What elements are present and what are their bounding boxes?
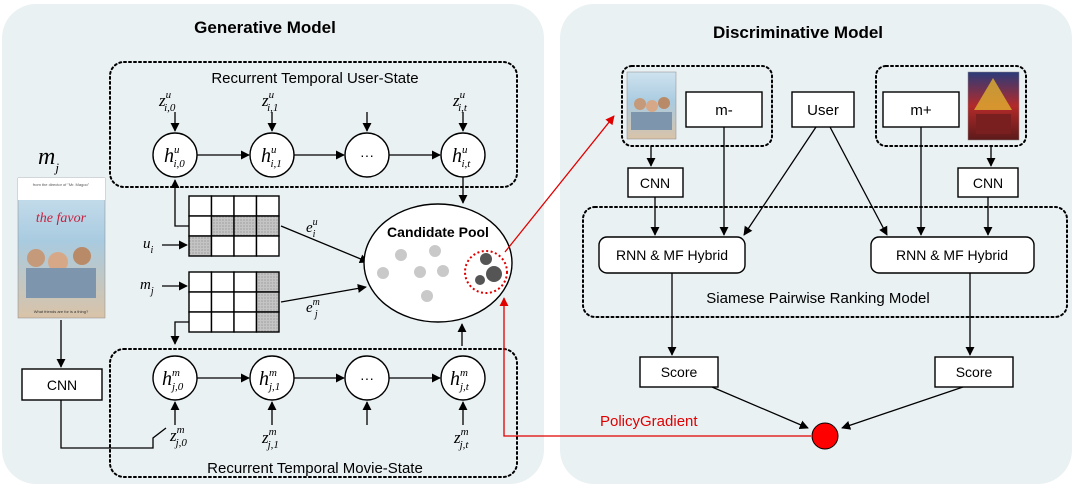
arrow-eu-to-pool bbox=[280, 225, 369, 264]
movie-state-label: Recurrent Temporal Movie-State bbox=[207, 460, 423, 477]
hybrid-right bbox=[870, 236, 1035, 274]
node-h-m-jt bbox=[440, 355, 486, 401]
svg-text:from the director of "Mr. Mago: from the director of "Mr. Magoo" bbox=[33, 182, 90, 187]
score-right bbox=[934, 356, 1014, 388]
m-minus-box bbox=[685, 91, 763, 128]
ellipsis-movie: ··· bbox=[360, 370, 374, 386]
generative-title: Generative Model bbox=[194, 18, 336, 37]
cnn-left-label: CNN bbox=[640, 175, 670, 191]
poster-the-favor: from the director of "Mr. Magoo" the fav… bbox=[17, 177, 106, 319]
ellipsis-user: ··· bbox=[360, 147, 374, 163]
user-box bbox=[791, 91, 855, 128]
arrow-score-right-to-output bbox=[841, 386, 964, 430]
input-u-i: ui bbox=[143, 236, 154, 256]
candidate-pool-label: Candidate Pool bbox=[387, 224, 489, 240]
discriminative-title: Discriminative Model bbox=[713, 23, 883, 42]
movie-symbol: mj bbox=[38, 144, 59, 175]
arrow-score-left-to-output bbox=[711, 386, 809, 429]
arrow-user-to-hybrid-left bbox=[743, 126, 817, 236]
m-minus-group bbox=[621, 65, 773, 147]
hybrid-right-label: RNN & MF Hybrid bbox=[896, 247, 1008, 263]
score-left-label: Score bbox=[661, 364, 698, 380]
selected-candidates-ring bbox=[464, 250, 508, 294]
candidate-pool bbox=[363, 203, 513, 323]
arrow-grid-to-h-m0 bbox=[170, 321, 189, 345]
cnn-right bbox=[957, 167, 1019, 198]
policy-gradient-label: PolicyGradient bbox=[600, 413, 698, 430]
selected-candidates bbox=[475, 253, 502, 285]
candidate-items bbox=[377, 245, 449, 302]
cnn-right-label: CNN bbox=[973, 175, 1003, 191]
m-plus-group bbox=[875, 65, 1027, 147]
cnn-generative-label: CNN bbox=[47, 377, 77, 393]
siamese-label: Siamese Pairwise Ranking Model bbox=[706, 290, 929, 307]
user-grid bbox=[188, 195, 280, 257]
user-label: User bbox=[807, 102, 839, 119]
arrow-em-to-pool bbox=[280, 283, 367, 303]
score-right-label: Score bbox=[956, 364, 993, 380]
m-minus-label: m- bbox=[715, 102, 733, 119]
link-cnn-to-z-m0 bbox=[60, 400, 167, 449]
siamese-block bbox=[582, 206, 1068, 318]
cnn-generative bbox=[21, 368, 103, 401]
movie-grid bbox=[188, 271, 280, 333]
movie-state-block bbox=[109, 348, 518, 478]
poster-m-minus bbox=[626, 71, 677, 140]
score-left bbox=[639, 356, 719, 388]
m-plus-label: m+ bbox=[910, 102, 931, 119]
user-state-block bbox=[109, 61, 518, 188]
hybrid-left-label: RNN & MF Hybrid bbox=[616, 247, 728, 263]
arrow-user-to-hybrid-right bbox=[829, 126, 888, 236]
svg-text:What friends are for is a thin: What friends are for is a thing? bbox=[34, 309, 89, 314]
arrow-pool-to-discriminator bbox=[504, 115, 615, 253]
policy-gradient-path bbox=[499, 297, 811, 437]
input-m-j: mj bbox=[140, 277, 154, 297]
svg-text:the favor: the favor bbox=[36, 211, 87, 226]
user-state-label: Recurrent Temporal User-State bbox=[211, 70, 418, 87]
arrow-grid-to-h-u0 bbox=[170, 179, 189, 227]
poster-m-plus bbox=[967, 71, 1020, 141]
output-node bbox=[811, 422, 839, 450]
